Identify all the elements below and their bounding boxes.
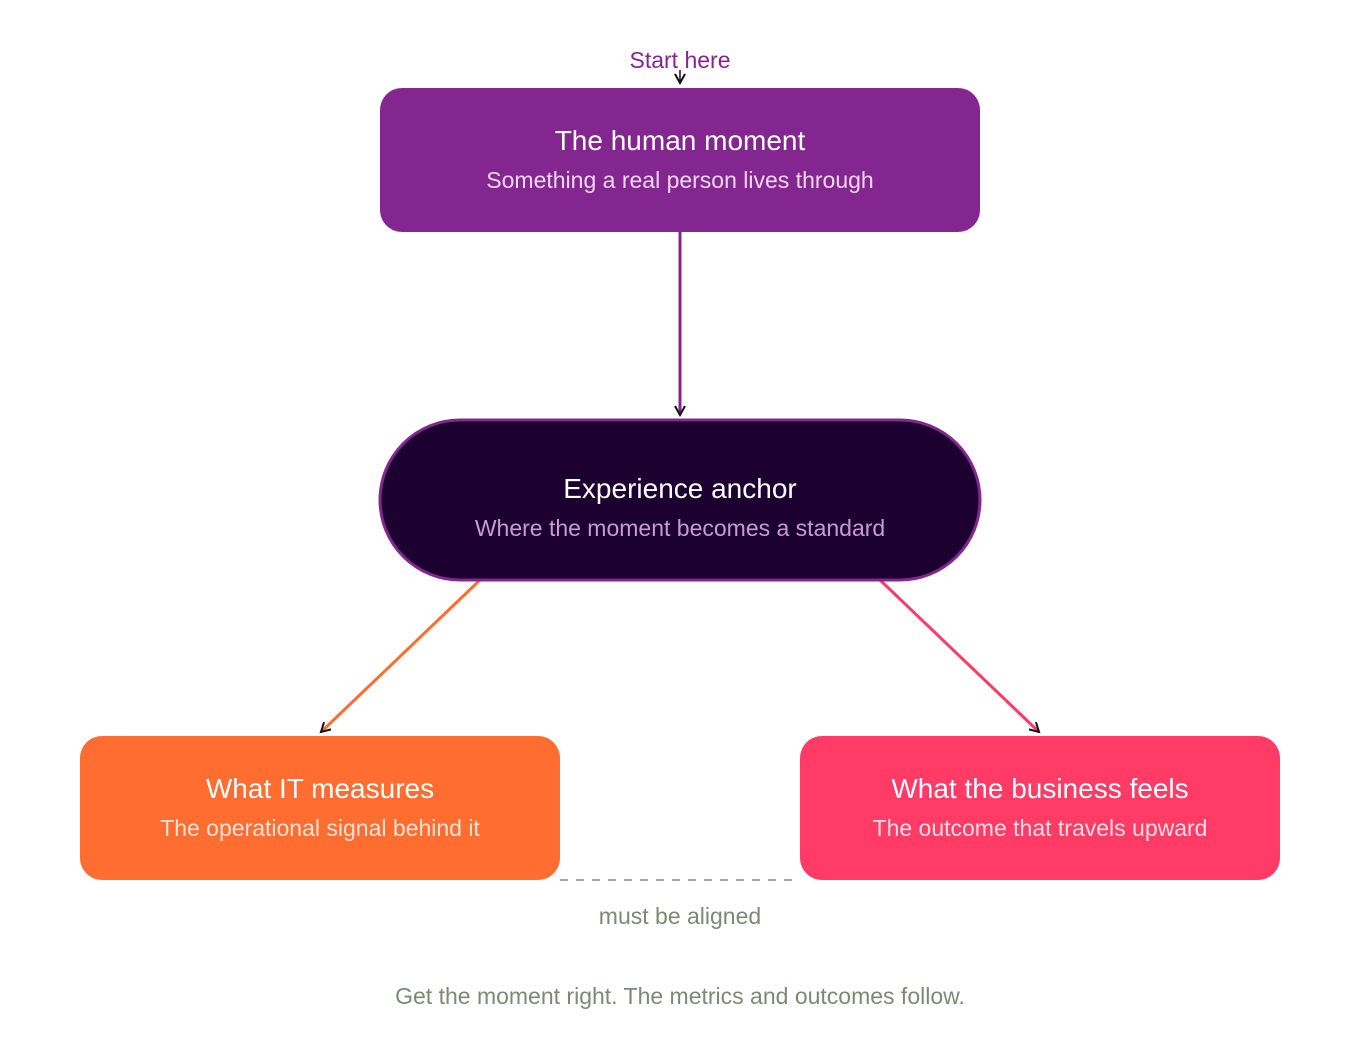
- node-it-measures-title: What IT measures: [206, 773, 434, 804]
- node-it-measures-subtitle: The operational signal behind it: [160, 815, 480, 841]
- node-human-moment-title: The human moment: [555, 125, 806, 156]
- node-human-moment-subtitle: Something a real person lives through: [486, 167, 873, 193]
- node-experience-anchor-title: Experience anchor: [563, 473, 796, 504]
- node-experience-anchor-subtitle: Where the moment becomes a standard: [475, 515, 885, 541]
- connector-anchor-to-it: [321, 578, 482, 732]
- node-experience-anchor: Experience anchor Where the moment becom…: [378, 418, 982, 582]
- node-it-measures: What IT measures The operational signal …: [80, 736, 560, 880]
- start-label: Start here: [630, 47, 731, 73]
- node-business-feels-title: What the business feels: [891, 773, 1188, 804]
- node-business-feels: What the business feels The outcome that…: [800, 736, 1280, 880]
- node-human-moment: The human moment Something a real person…: [380, 88, 980, 232]
- connector-anchor-to-business: [878, 578, 1039, 732]
- footer-caption: Get the moment right. The metrics and ou…: [395, 983, 965, 1009]
- node-business-feels-subtitle: The outcome that travels upward: [873, 815, 1208, 841]
- alignment-label: must be aligned: [599, 903, 761, 929]
